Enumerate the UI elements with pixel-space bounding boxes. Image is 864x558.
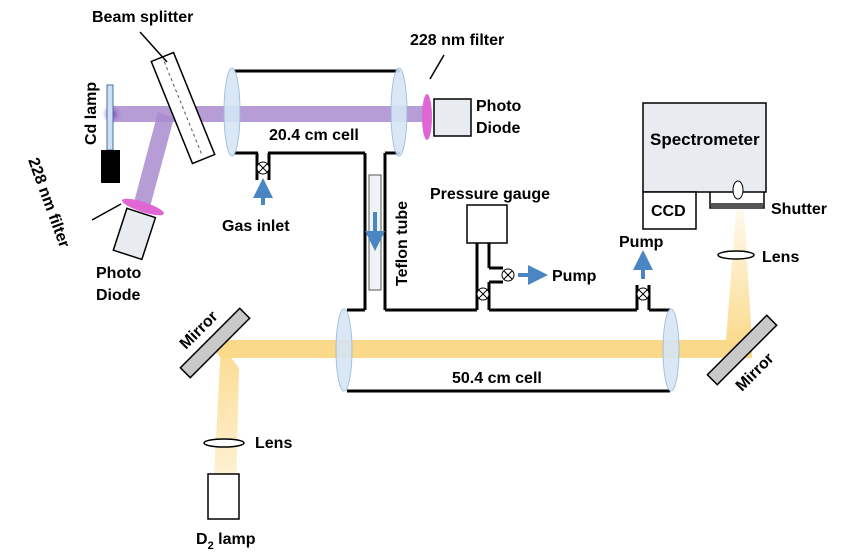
cell-20cm-label: 20.4 cm cell [269, 127, 359, 144]
lens-right-label: Lens [762, 249, 799, 266]
cell-50cm-label: 50.4 cm cell [452, 370, 542, 387]
top-filter-pointer [429, 54, 445, 80]
cell-20cm-window-right [390, 67, 408, 157]
spectrometer-assembly [642, 102, 767, 230]
beam-splitter-pointer [139, 31, 168, 63]
top-filter [422, 94, 432, 140]
beam-mirror-to-spectrometer [726, 210, 752, 340]
pump-valve-mid [501, 268, 515, 282]
lens-bottom [203, 438, 245, 448]
mirror-left [179, 307, 251, 379]
pressure-gauge-assembly [466, 204, 515, 310]
entrance-slit [732, 180, 744, 200]
beam-d2-to-mirror [213, 345, 239, 493]
mirror-right [706, 314, 778, 386]
pressure-gauge-label: Pressure gauge [430, 186, 550, 203]
cell-20cm [223, 67, 408, 180]
pump-right-port [635, 285, 651, 310]
cd-lamp [101, 84, 120, 183]
cd-lamp-base [101, 150, 120, 183]
gas-inlet-label: Gas inlet [222, 218, 290, 235]
pressure-gauge [466, 204, 508, 244]
cell-50cm-window-left [335, 308, 353, 392]
left-photodiode-label-2: Diode [96, 287, 141, 304]
gas-inlet-valve [256, 161, 270, 175]
left-filter-label: 228 nm filter [24, 156, 72, 250]
cell-50cm [335, 308, 680, 393]
shutter-label: Shutter [771, 201, 827, 218]
left-filter-pointer [91, 203, 122, 221]
beam-splitter-label: Beam splitter [92, 9, 193, 26]
pump-mid-label: Pump [552, 268, 597, 285]
shutter [711, 203, 763, 209]
left-photodiode [112, 207, 157, 261]
top-filter-label: 228 nm filter [410, 32, 504, 49]
pump-right-label: Pump [619, 234, 664, 251]
cell-20cm-window-left [223, 67, 241, 157]
gauge-valve [476, 287, 490, 301]
ccd-label: CCD [651, 203, 686, 220]
top-photodiode-label-1: Photo [476, 98, 522, 115]
lens-bottom-label: Lens [255, 435, 292, 452]
ccd [642, 191, 697, 230]
top-photodiode-label-2: Diode [476, 120, 521, 137]
cd-lamp-tube [106, 84, 114, 151]
left-filter [122, 198, 164, 216]
d2-lamp-label: D2 lamp [196, 531, 256, 552]
lens-right [717, 250, 755, 260]
left-photodiode-label-1: Photo [96, 265, 142, 282]
d2-lamp [207, 473, 240, 520]
beam-uv-split [134, 112, 174, 207]
spectrometer [642, 102, 767, 193]
top-photodiode [433, 98, 472, 137]
spectrometer-label: Spectrometer [650, 130, 760, 149]
teflon-tube-label: Teflon tube [394, 201, 411, 286]
cell-50cm-window-right [662, 308, 680, 392]
pump-valve-right [636, 287, 650, 301]
cd-lamp-label: Cd lamp [83, 82, 100, 145]
